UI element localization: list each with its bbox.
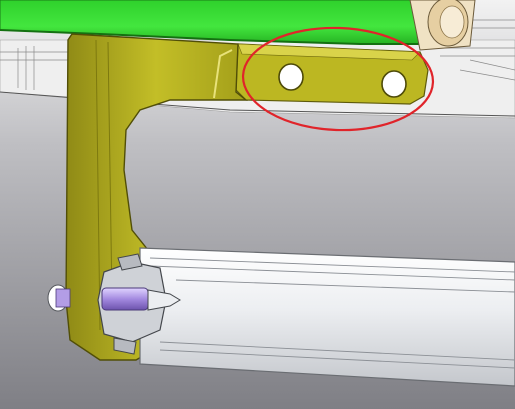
washer-shaft bbox=[55, 288, 71, 308]
end-block-top-notch bbox=[117, 253, 143, 271]
extrusion-groove-lines bbox=[149, 257, 515, 369]
slotted-hole-right bbox=[381, 70, 407, 98]
end-block-bottom-notch bbox=[113, 337, 137, 355]
cylinder-end-cap bbox=[409, 0, 476, 51]
pin-tip bbox=[147, 289, 181, 311]
purple-pin bbox=[101, 287, 149, 311]
bracket-tab-top-face bbox=[237, 43, 421, 61]
bracket-inner-edge bbox=[95, 39, 113, 331]
green-component-shadow-edge bbox=[0, 29, 420, 45]
highlight-circle bbox=[241, 26, 435, 132]
bracket-fillet-highlight bbox=[213, 49, 233, 99]
slotted-hole-left bbox=[278, 63, 304, 91]
